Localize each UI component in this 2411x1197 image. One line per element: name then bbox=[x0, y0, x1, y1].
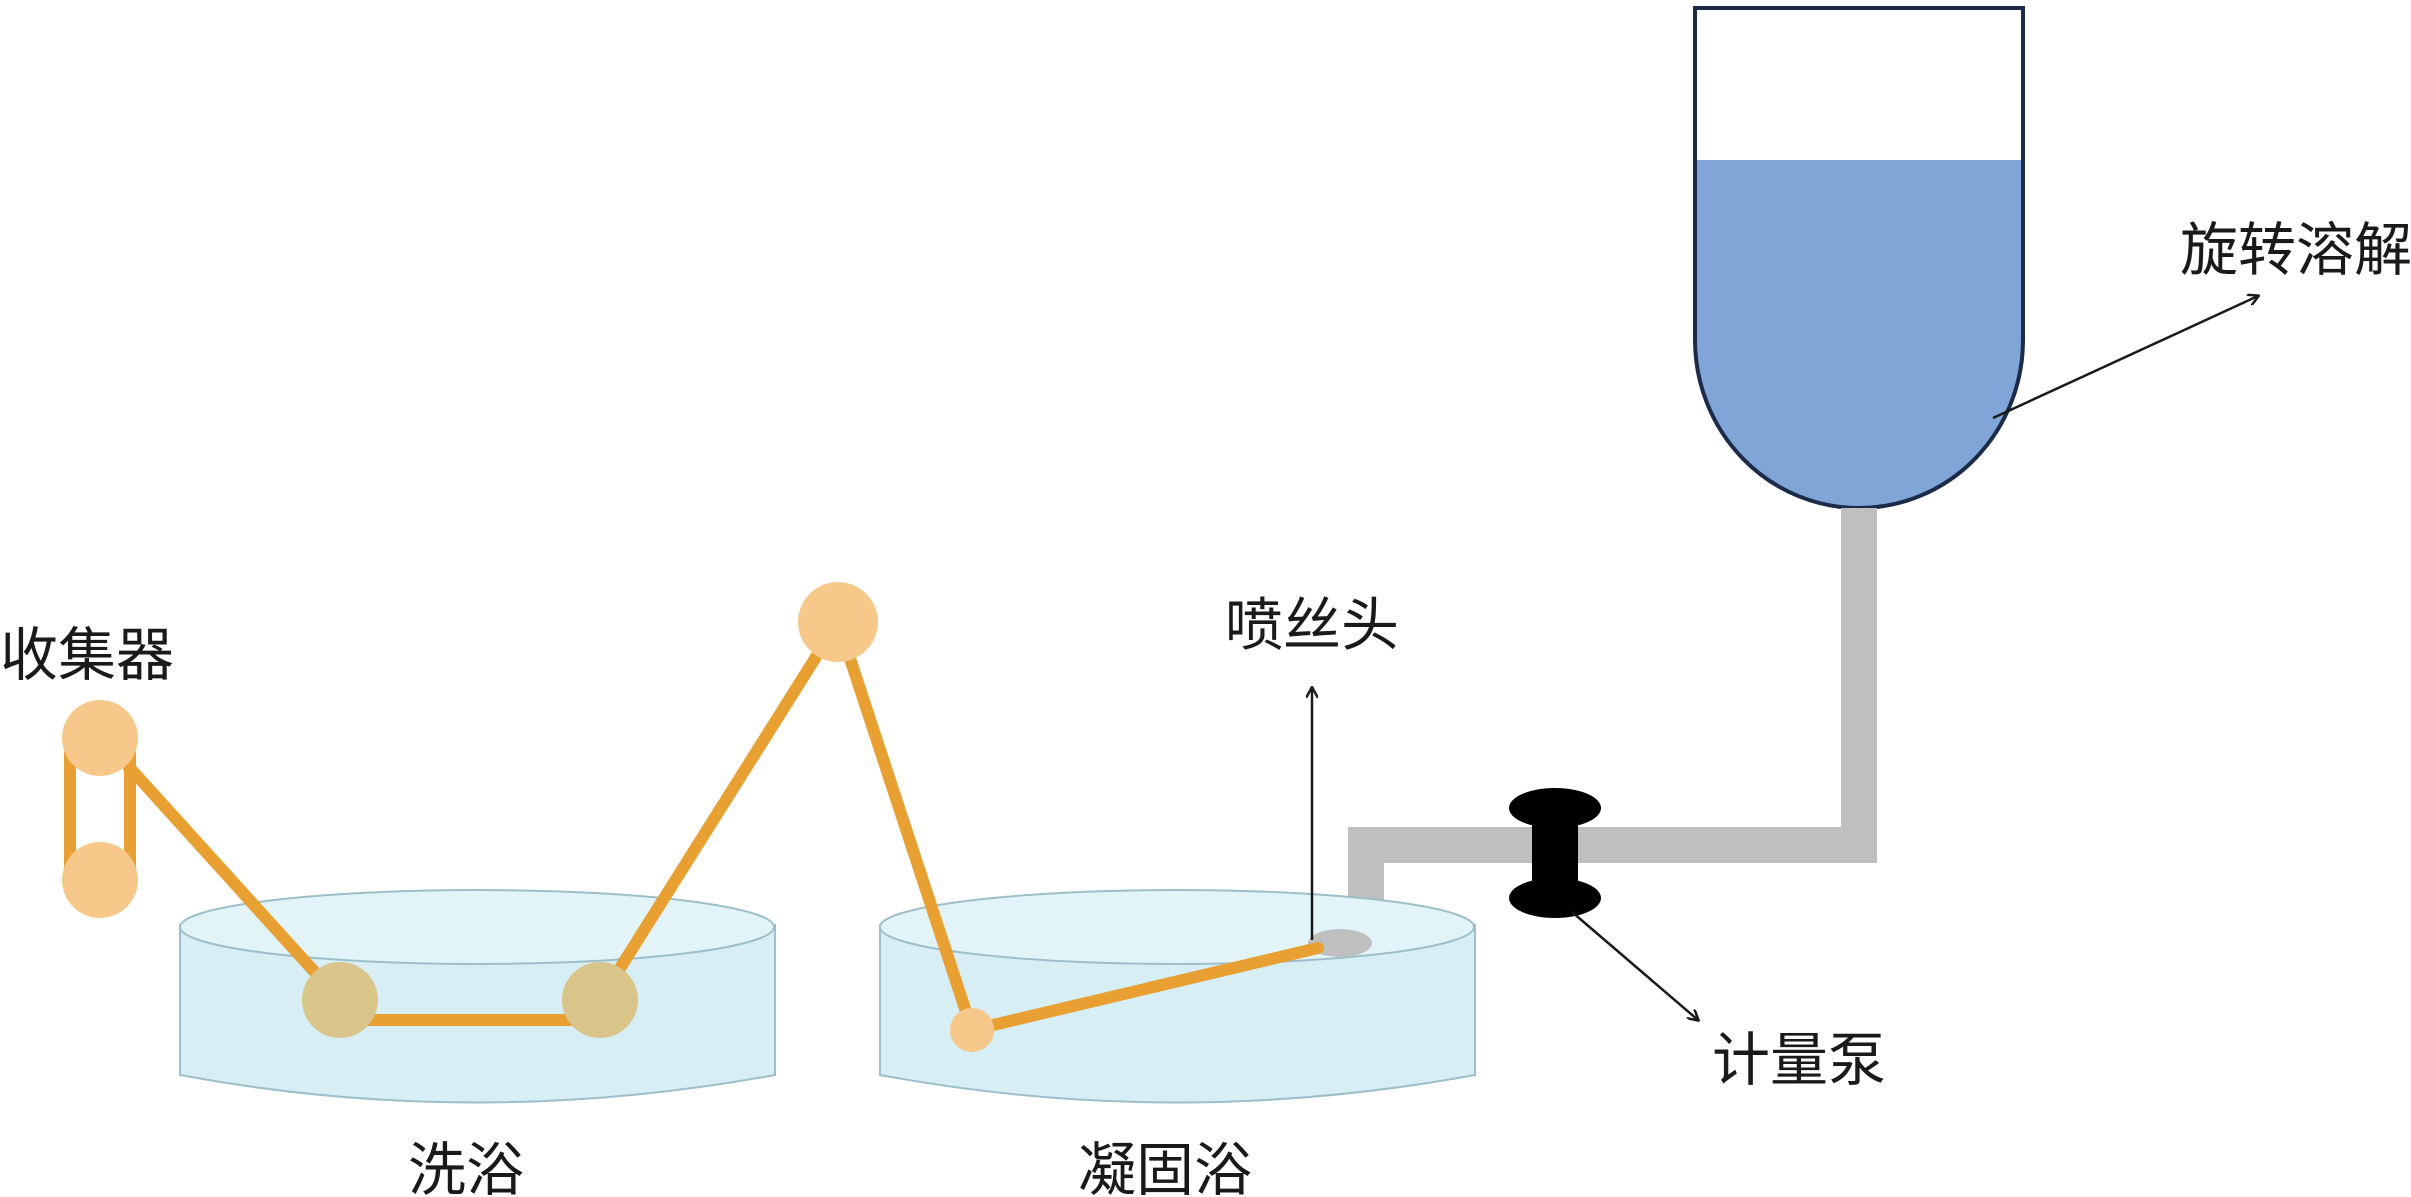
fiber-path bbox=[64, 616, 1324, 1036]
top-guide-roller bbox=[798, 582, 878, 662]
dissolving-tank bbox=[1693, 6, 2025, 510]
wash-roller-left bbox=[302, 962, 378, 1038]
collector-label: 收集器 bbox=[0, 621, 174, 689]
wash-roller-right bbox=[562, 962, 638, 1038]
collector-roller-top bbox=[62, 700, 138, 776]
tank-label: 旋转溶解 bbox=[2180, 216, 2411, 284]
annotation-arrows bbox=[1312, 296, 2258, 1020]
spinneret bbox=[1308, 929, 1372, 957]
tank-solution bbox=[1695, 160, 2023, 508]
coag-bath-label: 凝固浴 bbox=[1078, 1136, 1252, 1197]
coag-roller bbox=[950, 1008, 994, 1052]
pump-label: 计量泵 bbox=[1712, 1026, 1886, 1094]
tank-outline bbox=[1693, 6, 2025, 510]
coagulation-bath bbox=[879, 889, 1476, 1104]
wash-bath-label: 洗浴 bbox=[408, 1136, 524, 1197]
feed-pipe bbox=[1348, 508, 1877, 935]
metering-pump bbox=[1509, 788, 1601, 918]
collector-roller-bottom bbox=[62, 842, 138, 918]
pump-arrow bbox=[1571, 911, 1698, 1020]
spinneret-label: 喷丝头 bbox=[1225, 591, 1399, 659]
tank-arrow bbox=[1992, 296, 2258, 420]
